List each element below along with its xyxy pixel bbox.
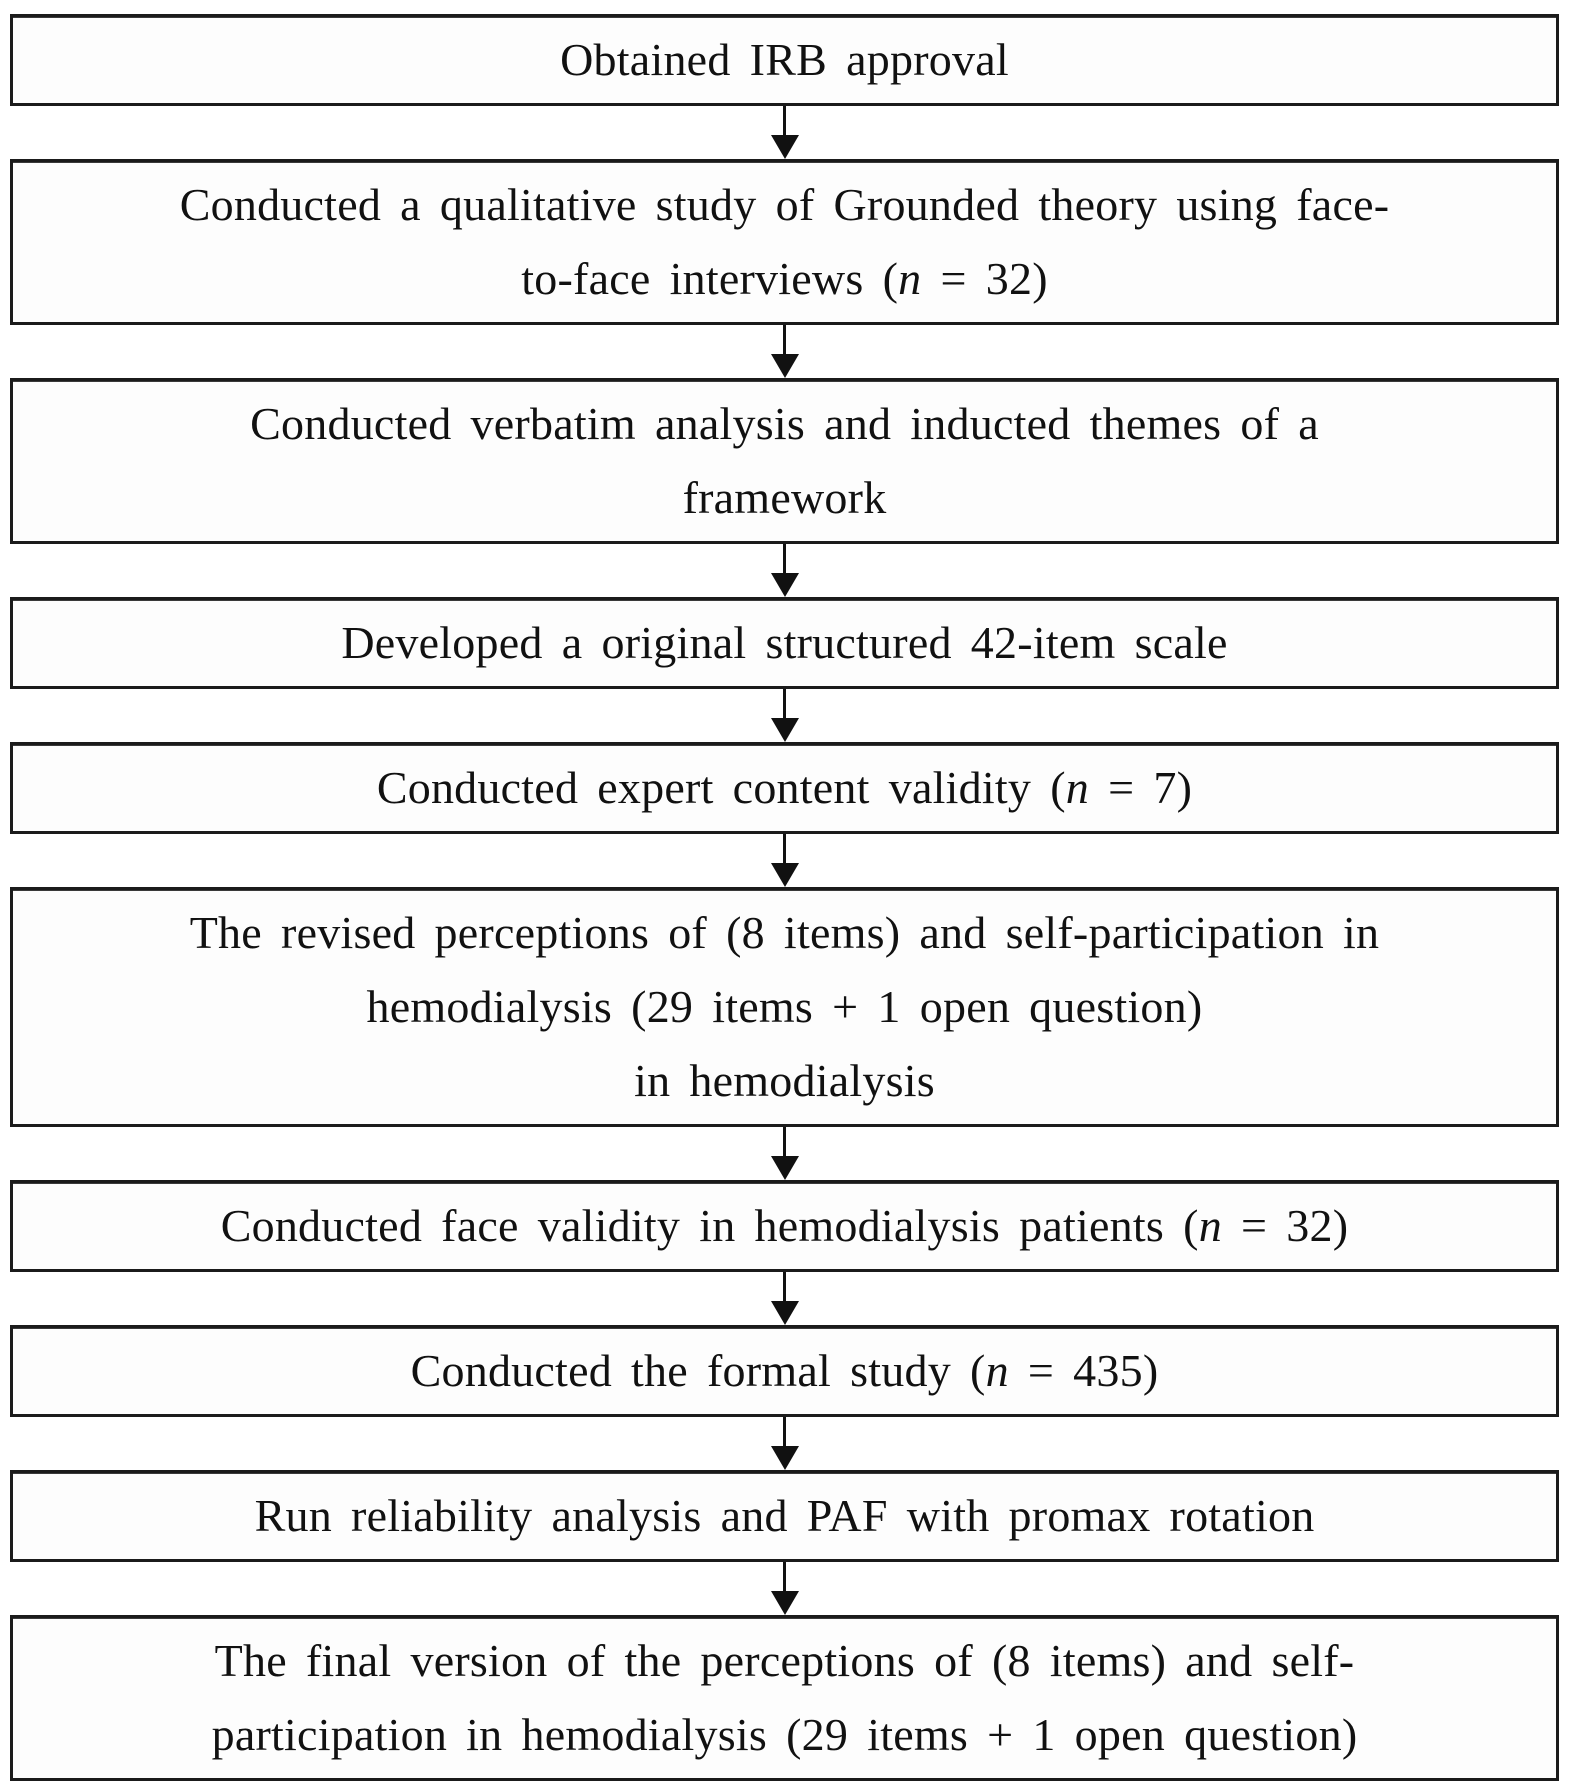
flow-box-reliability-analysis: Run reliability analysis and PAF with pr… [10, 1470, 1559, 1562]
box-text: participation in hemodialysis (29 items … [211, 1709, 1358, 1760]
italic-n-text: n [985, 1345, 1009, 1396]
arrow-head-icon [770, 718, 799, 742]
flow-box-line: Conducted the formal study (n = 435) [411, 1334, 1159, 1408]
arrow-head-icon [770, 1156, 799, 1180]
arrow-head-icon [770, 573, 799, 597]
arrow-head-icon [770, 1591, 799, 1615]
flow-box-formal-study: Conducted the formal study (n = 435) [10, 1325, 1559, 1417]
flow-box-line: hemodialysis (29 items + 1 open question… [367, 970, 1203, 1044]
flow-box-line: Conducted a qualitative study of Grounde… [180, 168, 1390, 242]
arrow-head-icon [770, 863, 799, 887]
arrow-head-icon [770, 1446, 799, 1470]
box-text: hemodialysis (29 items + 1 open question… [366, 981, 1203, 1032]
arrow-head-icon [770, 135, 799, 159]
down-arrow [10, 1417, 1559, 1470]
italic-n-text: n [1065, 762, 1090, 813]
box-text: The final version of the perceptions of … [214, 1635, 1355, 1686]
flow-box-line: Conducted face validity in hemodialysis … [221, 1189, 1349, 1263]
flow-box-developed-scale: Developed a original structured 42-item … [10, 597, 1559, 689]
flow-box-face-validity: Conducted face validity in hemodialysis … [10, 1180, 1559, 1272]
flow-box-expert-content-validity: Conducted expert content validity (n = 7… [10, 742, 1559, 834]
box-text: Obtained IRB approval [560, 34, 1009, 85]
box-text: Conducted the formal study ( [410, 1345, 986, 1396]
arrow-line [783, 544, 786, 573]
down-arrow [10, 834, 1559, 887]
box-text: = 32) [921, 253, 1048, 304]
flow-box-final-version: The final version of the perceptions of … [10, 1615, 1559, 1781]
box-text: Conducted a qualitative study of Grounde… [179, 179, 1390, 230]
box-text: = 435) [1008, 1345, 1159, 1396]
box-text: Conducted expert content validity ( [376, 762, 1066, 813]
flow-box-line: Conducted verbatim analysis and inducted… [250, 387, 1319, 461]
flow-box-line: framework [683, 461, 887, 535]
box-text: to-face interviews ( [521, 253, 899, 304]
flow-box-qualitative-study: Conducted a qualitative study of Grounde… [10, 159, 1559, 325]
arrow-line [783, 689, 786, 718]
box-text: The revised perceptions of (8 items) and… [189, 907, 1380, 958]
box-text: = 32) [1221, 1200, 1349, 1251]
flow-box-line: Run reliability analysis and PAF with pr… [255, 1479, 1315, 1553]
box-text: Conducted verbatim analysis and inducted… [250, 398, 1319, 449]
flow-box-line: participation in hemodialysis (29 items … [212, 1698, 1358, 1772]
box-text: Conducted face validity in hemodialysis … [220, 1200, 1199, 1251]
down-arrow [10, 689, 1559, 742]
arrow-head-icon [770, 1301, 799, 1325]
box-text: = 7) [1089, 762, 1193, 813]
flow-box-line: in hemodialysis [634, 1044, 935, 1118]
flow-box-line: The final version of the perceptions of … [215, 1624, 1355, 1698]
arrow-line [783, 325, 786, 354]
flow-box-line: The revised perceptions of (8 items) and… [190, 896, 1380, 970]
box-text: Developed a original structured 42-item … [341, 617, 1228, 668]
italic-n-text: n [1198, 1200, 1222, 1251]
flow-box-verbatim-analysis: Conducted verbatim analysis and inducted… [10, 378, 1559, 544]
down-arrow [10, 325, 1559, 378]
arrow-line [783, 834, 786, 863]
box-text: framework [682, 472, 887, 523]
flow-box-line: to-face interviews (n = 32) [521, 242, 1048, 316]
down-arrow [10, 1562, 1559, 1615]
down-arrow [10, 544, 1559, 597]
arrow-line [783, 1272, 786, 1301]
italic-n-text: n [898, 253, 922, 304]
arrow-line [783, 1417, 786, 1446]
down-arrow [10, 106, 1559, 159]
arrow-line [783, 1127, 786, 1156]
box-text: in hemodialysis [634, 1055, 935, 1106]
box-text: Run reliability analysis and PAF with pr… [254, 1490, 1315, 1541]
arrow-line [783, 1562, 786, 1591]
down-arrow [10, 1127, 1559, 1180]
arrow-head-icon [770, 354, 799, 378]
flow-box-revised-perceptions: The revised perceptions of (8 items) and… [10, 887, 1559, 1127]
flow-box-obtained-irb-approval: Obtained IRB approval [10, 14, 1559, 106]
flow-box-line: Developed a original structured 42-item … [341, 606, 1227, 680]
arrow-line [783, 106, 786, 135]
flow-box-line: Conducted expert content validity (n = 7… [377, 751, 1192, 825]
down-arrow [10, 1272, 1559, 1325]
flow-box-line: Obtained IRB approval [560, 23, 1009, 97]
